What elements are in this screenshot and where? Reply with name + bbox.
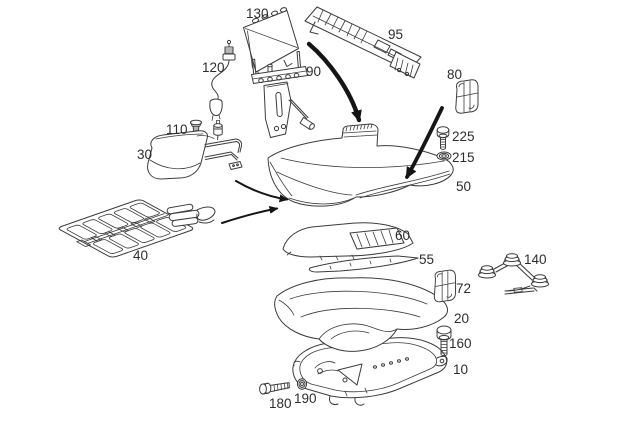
callout-130[interactable]: 130 bbox=[246, 6, 269, 21]
callout-40[interactable]: 40 bbox=[133, 248, 148, 263]
part-180-screw bbox=[259, 382, 290, 395]
callout-140[interactable]: 140 bbox=[524, 252, 547, 267]
callout-190[interactable]: 190 bbox=[294, 391, 317, 406]
callout-225[interactable]: 225 bbox=[452, 129, 475, 144]
callout-55[interactable]: 55 bbox=[419, 252, 434, 267]
part-10-seat-base-pan bbox=[292, 337, 448, 406]
assembly-arrow-module-to-seat bbox=[306, 41, 362, 123]
part-215-washer bbox=[436, 151, 452, 161]
part-140-wiring-grommets bbox=[478, 253, 549, 295]
callout-20[interactable]: 20 bbox=[454, 311, 469, 326]
callout-160[interactable]: 160 bbox=[449, 336, 472, 351]
part-120-sensor-cable bbox=[209, 39, 236, 121]
callout-215[interactable]: 215 bbox=[452, 150, 475, 165]
part-20-cushion-cover bbox=[274, 277, 449, 352]
part-30-sensor-mat bbox=[147, 120, 243, 180]
part-80-retaining-clip bbox=[455, 79, 479, 114]
part-160-screw bbox=[436, 325, 452, 357]
assembly-arrow-heater-to-seat bbox=[221, 205, 279, 224]
callout-60[interactable]: 60 bbox=[395, 228, 410, 243]
part-55-support-panel bbox=[308, 255, 419, 273]
assembly-arrow-sensor-to-seat bbox=[235, 180, 289, 203]
part-90-mounting-bracket bbox=[251, 51, 315, 138]
callout-120[interactable]: 120 bbox=[202, 60, 225, 75]
part-40-heater-mat bbox=[54, 199, 215, 259]
part-95-frame-rail bbox=[304, 6, 422, 79]
part-225-screw bbox=[436, 126, 450, 150]
part-60-pad-insert bbox=[282, 222, 414, 261]
part-130-module-box bbox=[243, 7, 299, 79]
callout-80[interactable]: 80 bbox=[447, 67, 462, 82]
callout-50[interactable]: 50 bbox=[456, 179, 471, 194]
callout-110[interactable]: 110 bbox=[166, 122, 188, 137]
callout-90[interactable]: 90 bbox=[306, 64, 321, 79]
callout-180[interactable]: 180 bbox=[269, 396, 292, 411]
callout-95[interactable]: 95 bbox=[388, 27, 403, 42]
assembly-arrow-clip-to-seat bbox=[405, 106, 444, 180]
part-190-washer bbox=[296, 378, 308, 390]
part-50-seat-cushion-pad bbox=[267, 123, 454, 207]
part-72-retaining-clip bbox=[433, 269, 456, 303]
callout-10[interactable]: 10 bbox=[453, 362, 468, 377]
callout-72[interactable]: 72 bbox=[456, 281, 471, 296]
callout-30[interactable]: 30 bbox=[137, 147, 152, 162]
